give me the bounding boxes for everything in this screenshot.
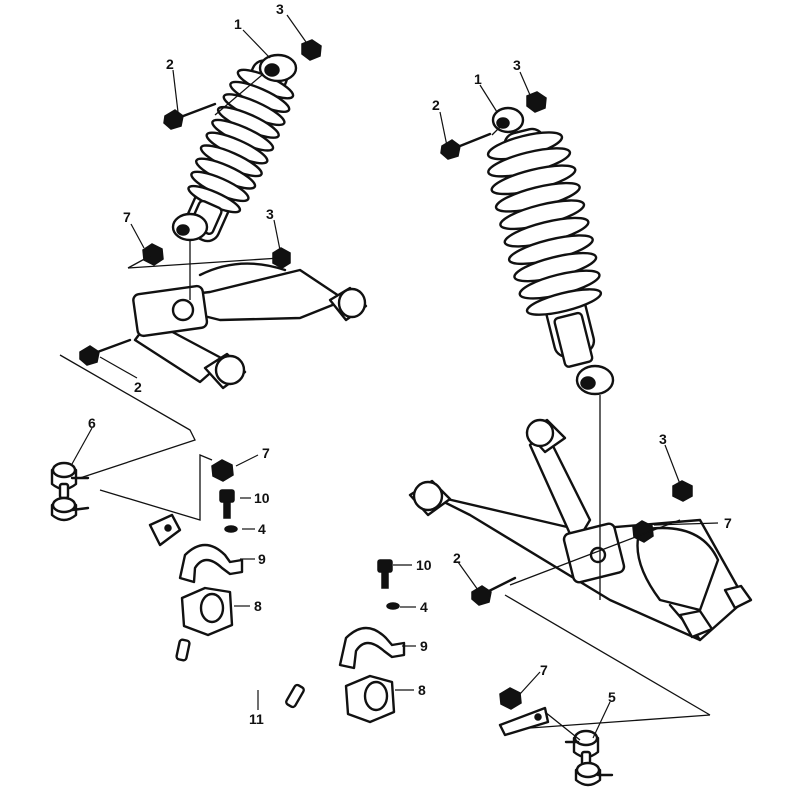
callout-2: 2 (134, 379, 142, 395)
left-bar-bushing (180, 586, 234, 637)
left-shock-top-bolt (163, 102, 217, 130)
left-stabilizer-link (50, 461, 90, 522)
right-shock-top-bolt (440, 132, 492, 160)
callout-labels: 1 3 2 7 3 2 1 3 2 6 7 10 4 9 8 3 7 2 10 … (88, 1, 732, 727)
callout-4: 4 (420, 599, 428, 615)
left-shock-lower-nut (142, 243, 164, 266)
callout-5: 5 (608, 689, 616, 705)
left-bar-bracket (178, 543, 244, 584)
callout-3: 3 (276, 1, 284, 17)
left-upper-a-arm (132, 262, 368, 390)
left-shock-absorber (171, 53, 298, 243)
callout-7: 7 (540, 662, 548, 678)
callout-3: 3 (266, 206, 274, 222)
callout-6: 6 (88, 415, 96, 431)
callout-3: 3 (659, 431, 667, 447)
callout-3: 3 (513, 57, 521, 73)
callout-8: 8 (418, 682, 426, 698)
callout-10: 10 (254, 490, 270, 506)
left-arm-pivot-nut (272, 247, 291, 269)
right-bar-bracket (338, 626, 406, 670)
right-stabilizer-link (564, 729, 614, 787)
right-shock-absorber (486, 106, 615, 396)
callout-7: 7 (123, 209, 131, 225)
callout-7: 7 (262, 445, 270, 461)
callout-4: 4 (258, 521, 266, 537)
left-arm-pivot-bolt (79, 338, 132, 366)
right-bracket-bolt (377, 559, 393, 589)
right-lower-a-arm (408, 418, 753, 642)
assembly-guide-lines (59, 74, 711, 741)
left-shock-top-nut (301, 39, 322, 61)
callout-1: 1 (234, 16, 242, 32)
callout-7: 7 (724, 515, 732, 531)
callout-11: 11 (249, 711, 264, 727)
callout-9: 9 (420, 638, 428, 654)
right-shock-top-nut (526, 91, 547, 113)
left-bar-nut (211, 459, 234, 482)
callout-2: 2 (453, 550, 461, 566)
right-washer (386, 602, 400, 610)
callout-9: 9 (258, 551, 266, 567)
right-arm-pivot-nut (672, 480, 693, 502)
callout-2: 2 (432, 97, 440, 113)
callout-2: 2 (166, 56, 174, 72)
callout-leaders (71, 14, 719, 739)
stabilizer-bar (137, 513, 550, 748)
callout-10: 10 (416, 557, 432, 573)
left-washer (224, 525, 238, 533)
right-bar-bushing (344, 674, 396, 724)
left-bracket-bolt (219, 489, 235, 519)
right-bar-nut (499, 687, 522, 710)
callout-8: 8 (254, 598, 262, 614)
callout-1: 1 (474, 71, 482, 87)
right-arm-pivot-bolt (471, 576, 517, 606)
